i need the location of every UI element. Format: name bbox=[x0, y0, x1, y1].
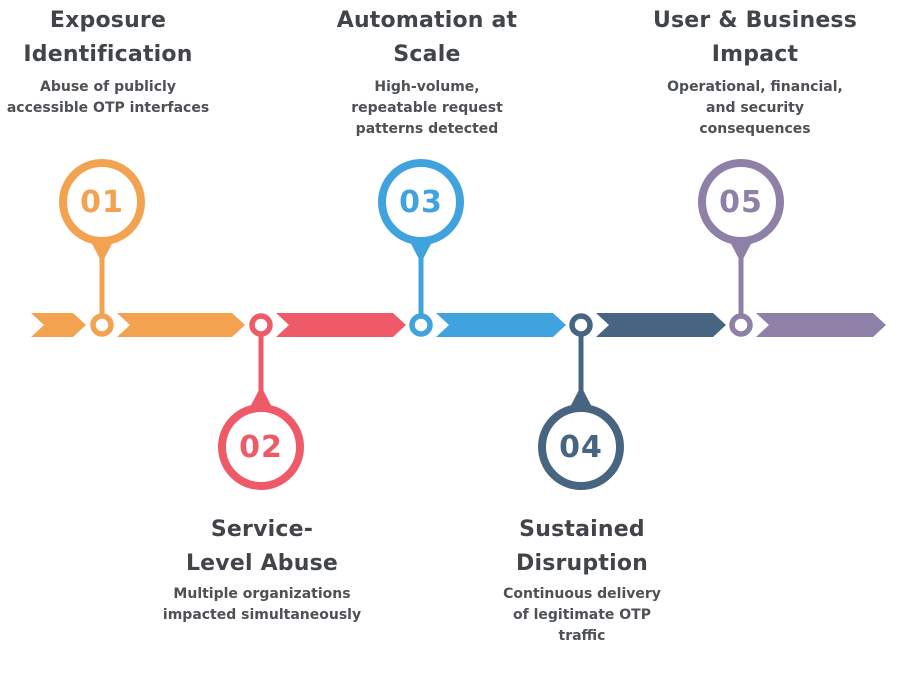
step-4-number: 04 bbox=[559, 429, 603, 465]
timeline-node-step2 bbox=[249, 313, 273, 337]
connector-line-step3 bbox=[418, 202, 424, 325]
step-4-title: Sustained Disruption bbox=[516, 517, 648, 576]
step-2-number: 02 bbox=[239, 429, 283, 465]
step-3-subtitle: High-volume, repeatable request patterns… bbox=[351, 79, 503, 137]
timeline-arrow-segment-3 bbox=[276, 313, 406, 337]
timeline-arrow-segment-4 bbox=[436, 313, 566, 337]
pin-circle-step1 bbox=[59, 159, 145, 245]
timeline-arrow-segment-2 bbox=[117, 313, 245, 337]
timeline-node-step5 bbox=[729, 313, 753, 337]
step-3-title: Automation at Scale bbox=[336, 8, 518, 67]
timeline-node-step4 bbox=[569, 313, 593, 337]
step-5-number: 05 bbox=[719, 184, 763, 220]
step-1-title: Exposure Identification bbox=[23, 8, 193, 67]
timeline-arrow-segment-6 bbox=[756, 313, 886, 337]
step-1-number: 01 bbox=[80, 184, 124, 220]
step-2-title: Service- Level Abuse bbox=[185, 517, 339, 576]
step-3-number: 03 bbox=[399, 184, 443, 220]
timeline-arrow-segment-5 bbox=[596, 313, 726, 337]
pin-circle-step2 bbox=[218, 404, 304, 490]
pin-circle-step5 bbox=[698, 159, 784, 245]
step-1-subtitle: Abuse of publicly accessible OTP interfa… bbox=[6, 79, 210, 116]
timeline-node-step3 bbox=[409, 313, 433, 337]
step-5-title: User & Business Impact bbox=[652, 8, 858, 67]
connector-line-step5 bbox=[738, 202, 744, 325]
connector-line-step1 bbox=[99, 202, 105, 325]
step-4-subtitle: Continuous delivery of legitimate OTP tr… bbox=[503, 586, 661, 644]
timeline-node-step1 bbox=[90, 313, 114, 337]
timeline-arrow-segment-1 bbox=[31, 313, 86, 337]
step-5-subtitle: Operational, financial, and security con… bbox=[667, 79, 843, 137]
step-2-subtitle: Multiple organizations impacted simultan… bbox=[162, 586, 362, 623]
pin-circle-step4 bbox=[538, 404, 624, 490]
pin-circle-step3 bbox=[378, 159, 464, 245]
